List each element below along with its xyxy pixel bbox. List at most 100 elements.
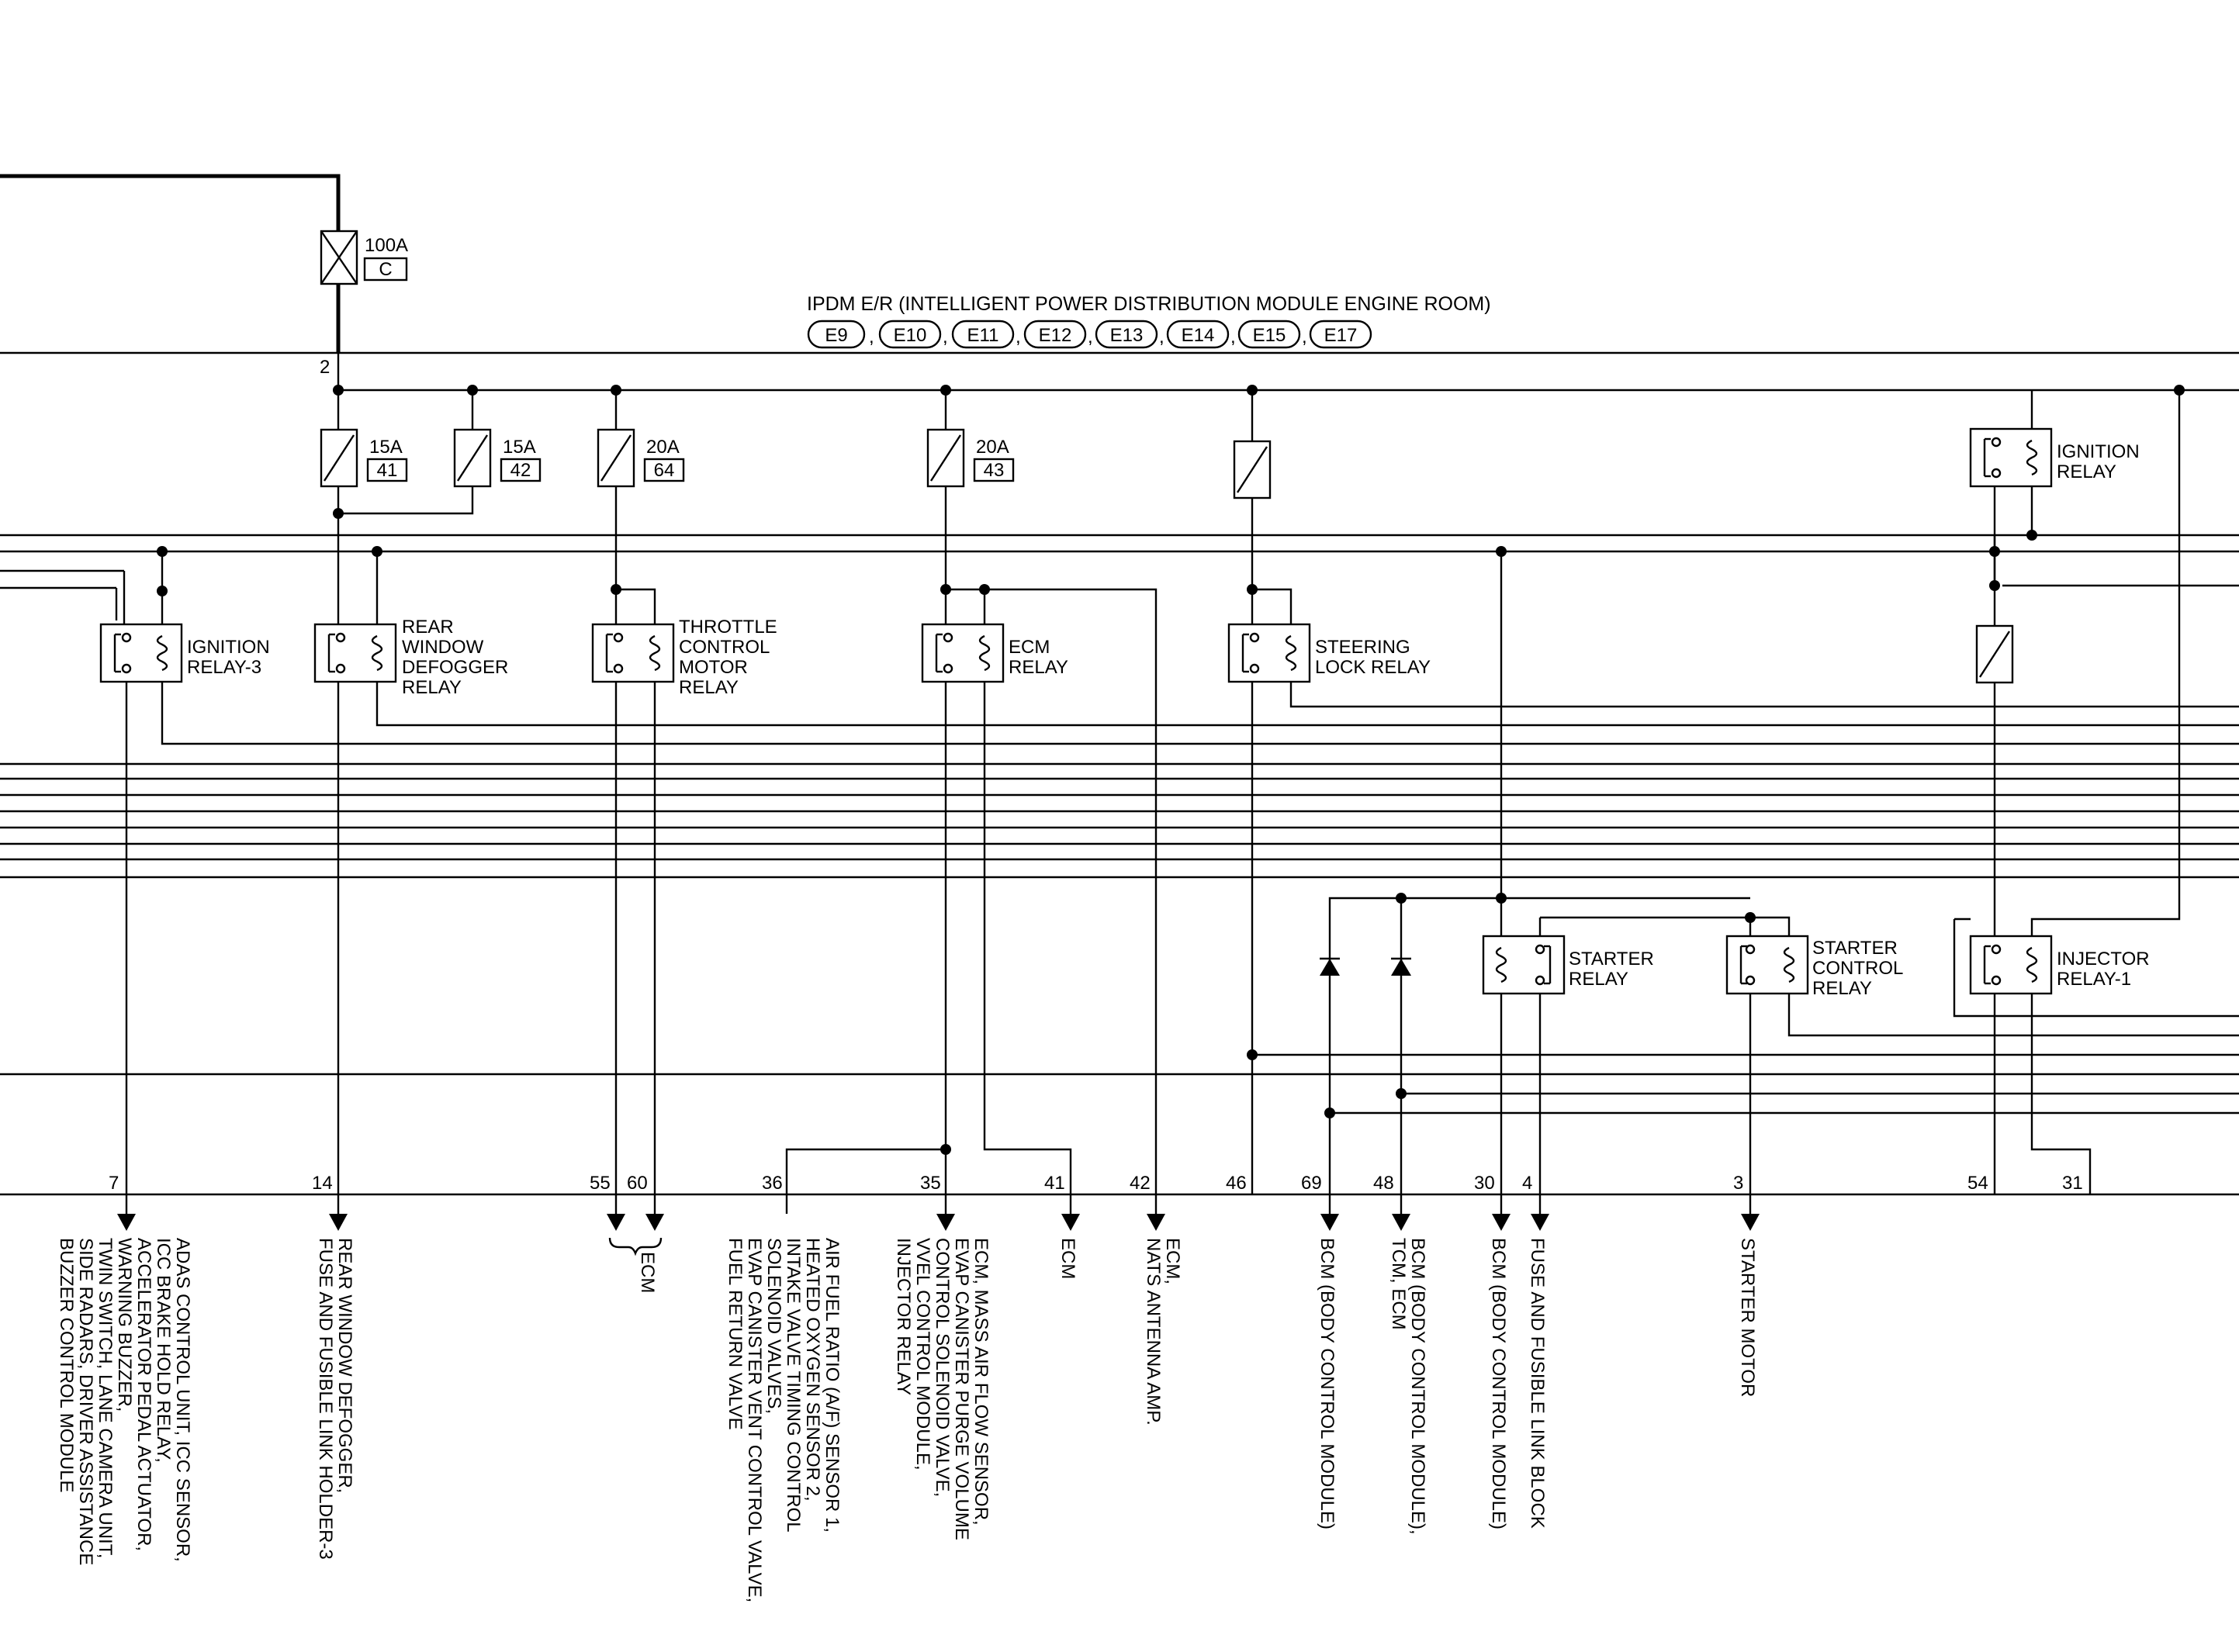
relay-label: RELAY bbox=[1569, 969, 1628, 990]
dest-line: NATS ANTENNA AMP. bbox=[1143, 1238, 1164, 1426]
connector-label: E13 bbox=[1110, 325, 1144, 346]
destination-t7: ADAS CONTROL UNIT, ICC SENSOR, ICC BRAKE… bbox=[56, 1238, 193, 1565]
svg-text:,: , bbox=[1230, 327, 1236, 347]
fuse-64-number: 64 bbox=[654, 460, 675, 481]
dest-line: TWIN SWITCH, LANE CAMERA UNIT, bbox=[95, 1238, 116, 1558]
terminal-number: 41 bbox=[1044, 1173, 1065, 1194]
svg-text:,: , bbox=[1302, 327, 1307, 347]
terminal-number: 4 bbox=[1522, 1173, 1532, 1194]
relay-label: RELAY bbox=[2057, 461, 2116, 482]
terminal-number: 54 bbox=[1967, 1173, 1988, 1194]
svg-text:,: , bbox=[869, 327, 874, 347]
destination-t69: BCM (BODY CONTROL MODULE) bbox=[1317, 1238, 1338, 1529]
harness-wires bbox=[0, 534, 2239, 1076]
terminal-numbers: 7 14 55 60 36 35 41 42 46 69 48 30 4 3 5… bbox=[109, 1173, 2083, 1194]
relay-label: DEFOGGER bbox=[402, 657, 508, 678]
dest-line: REAR WINDOW DEFOGGER, bbox=[334, 1238, 355, 1493]
terminal-number: 48 bbox=[1373, 1173, 1394, 1194]
connector-label: E9 bbox=[825, 325, 847, 346]
dest-line: SOLENOID VALVES, bbox=[763, 1238, 784, 1414]
terminal-number: 69 bbox=[1301, 1173, 1322, 1194]
rear-window-defogger-relay bbox=[313, 513, 2239, 1194]
steering-lock-relay bbox=[1227, 498, 2239, 1194]
dest-line: ECM bbox=[637, 1252, 658, 1293]
terminal-number: 30 bbox=[1474, 1173, 1495, 1194]
connector-label: E12 bbox=[1039, 325, 1072, 346]
dest-line: INTAKE VALVE TIMING CONTROL bbox=[783, 1238, 804, 1533]
relay-label: ECM bbox=[1009, 637, 1050, 658]
terminal-number: 35 bbox=[920, 1173, 941, 1194]
dest-line: WARNING BUZZER, bbox=[114, 1238, 135, 1412]
destination-t14: REAR WINDOW DEFOGGER, FUSE AND FUSIBLE L… bbox=[315, 1238, 355, 1560]
relay-label: RELAY bbox=[402, 677, 462, 698]
fuse-42-rating: 15A bbox=[503, 437, 536, 458]
terminal-number: 14 bbox=[312, 1173, 333, 1194]
starter-control-relay bbox=[1725, 916, 2239, 1194]
terminal-number: 31 bbox=[2062, 1173, 2083, 1194]
terminal-number: 36 bbox=[762, 1173, 783, 1194]
destination-t4: FUSE AND FUSIBLE LINK BLOCK bbox=[1527, 1238, 1548, 1529]
fuse-64-rating: 20A bbox=[646, 437, 680, 458]
relay-label: STARTER bbox=[1812, 938, 1898, 959]
svg-text:,: , bbox=[1088, 327, 1093, 347]
connector-label: E10 bbox=[894, 325, 927, 346]
starter-relay bbox=[1482, 551, 1750, 1194]
terminal-number: 7 bbox=[109, 1173, 119, 1194]
throttle-control-motor-relay bbox=[591, 486, 675, 1194]
fuse-43-rating: 20A bbox=[976, 437, 1009, 458]
dest-line: BCM (BODY CONTROL MODULE) bbox=[1317, 1238, 1338, 1529]
diode-69 bbox=[1320, 957, 1340, 976]
relay-label: REAR bbox=[402, 617, 454, 638]
terminal-number: 55 bbox=[590, 1173, 611, 1194]
destination-t42: ECM, NATS ANTENNA AMP. bbox=[1143, 1238, 1183, 1426]
relay-label: MOTOR bbox=[679, 657, 748, 678]
destination-t55-60: ECM bbox=[637, 1252, 658, 1293]
relay-label: LOCK RELAY bbox=[1315, 657, 1431, 678]
diode-48 bbox=[1391, 898, 1411, 1194]
main-fuse-id-box bbox=[363, 257, 408, 282]
main-fuse-id: C bbox=[379, 259, 392, 280]
battery-feed-wire bbox=[0, 174, 341, 231]
ecm-relay bbox=[785, 486, 1158, 1194]
relay-label: RELAY-1 bbox=[2057, 969, 2131, 990]
dest-line: FUSE AND FUSIBLE LINK BLOCK bbox=[1527, 1238, 1548, 1529]
dest-line: SIDE RADARS, DRIVER ASSISTANCE bbox=[75, 1238, 96, 1565]
injector-relay-1 bbox=[1953, 390, 2239, 1194]
dest-line: ACCELERATOR PEDAL ACTUATOR, bbox=[133, 1238, 154, 1551]
relay-label: IGNITION bbox=[187, 637, 270, 658]
dest-line: BCM (BODY CONTROL MODULE) bbox=[1488, 1238, 1509, 1529]
dest-line: EVAP CANISTER PURGE VOLUME bbox=[951, 1238, 972, 1540]
ignition-relay bbox=[1969, 390, 2053, 626]
relay-label: THROTTLE bbox=[679, 617, 777, 638]
relay-label: RELAY bbox=[1812, 978, 1872, 999]
fuse-42-number: 42 bbox=[510, 460, 531, 481]
fuse-41-rating: 15A bbox=[369, 437, 403, 458]
relay-label: IGNITION bbox=[2057, 441, 2140, 462]
dest-line: FUEL RETURN VALVE bbox=[725, 1238, 746, 1430]
fuse-43-number: 43 bbox=[984, 460, 1005, 481]
destination-t36: AIR FUEL RATIO (A/F) SENSOR 1, HEATED OX… bbox=[725, 1238, 843, 1602]
module-title: IPDM E/R (INTELLIGENT POWER DISTRIBUTION… bbox=[807, 293, 1491, 315]
dest-line: CONTROL SOLENOID VALVE, bbox=[932, 1238, 953, 1497]
dest-line: AIR FUEL RATIO (A/F) SENSOR 1, bbox=[822, 1238, 843, 1533]
relay-label: INJECTOR bbox=[2057, 949, 2150, 969]
dest-line: ICC BRAKE HOLD RELAY, bbox=[153, 1238, 174, 1463]
destination-t3: STARTER MOTOR bbox=[1737, 1238, 1758, 1397]
connector-label: E17 bbox=[1324, 325, 1358, 346]
destination-t41: ECM bbox=[1057, 1238, 1078, 1279]
dest-line: VVEL CONTROL MODULE, bbox=[912, 1238, 933, 1471]
dest-line: ADAS CONTROL UNIT, ICC SENSOR, bbox=[172, 1238, 193, 1562]
main-fuse-rating: 100A bbox=[365, 235, 408, 256]
relay-label: WINDOW bbox=[402, 637, 484, 658]
terminal-number: 42 bbox=[1130, 1173, 1151, 1194]
main-fuse-terminal: 2 bbox=[320, 357, 330, 378]
ecm-brace bbox=[608, 1237, 663, 1256]
relay-label: RELAY-3 bbox=[187, 657, 261, 678]
dest-line: ECM bbox=[1057, 1238, 1078, 1279]
relay-label: RELAY bbox=[1009, 657, 1068, 678]
destination-t30: BCM (BODY CONTROL MODULE) bbox=[1488, 1238, 1509, 1529]
dest-line: STARTER MOTOR bbox=[1737, 1238, 1758, 1397]
connector-list: E9 , E10 , E11 , E12 , E13 , E14 , E15 ,… bbox=[807, 320, 1372, 349]
dest-line: ECM, MASS AIR FLOW SENSOR, bbox=[971, 1238, 991, 1526]
